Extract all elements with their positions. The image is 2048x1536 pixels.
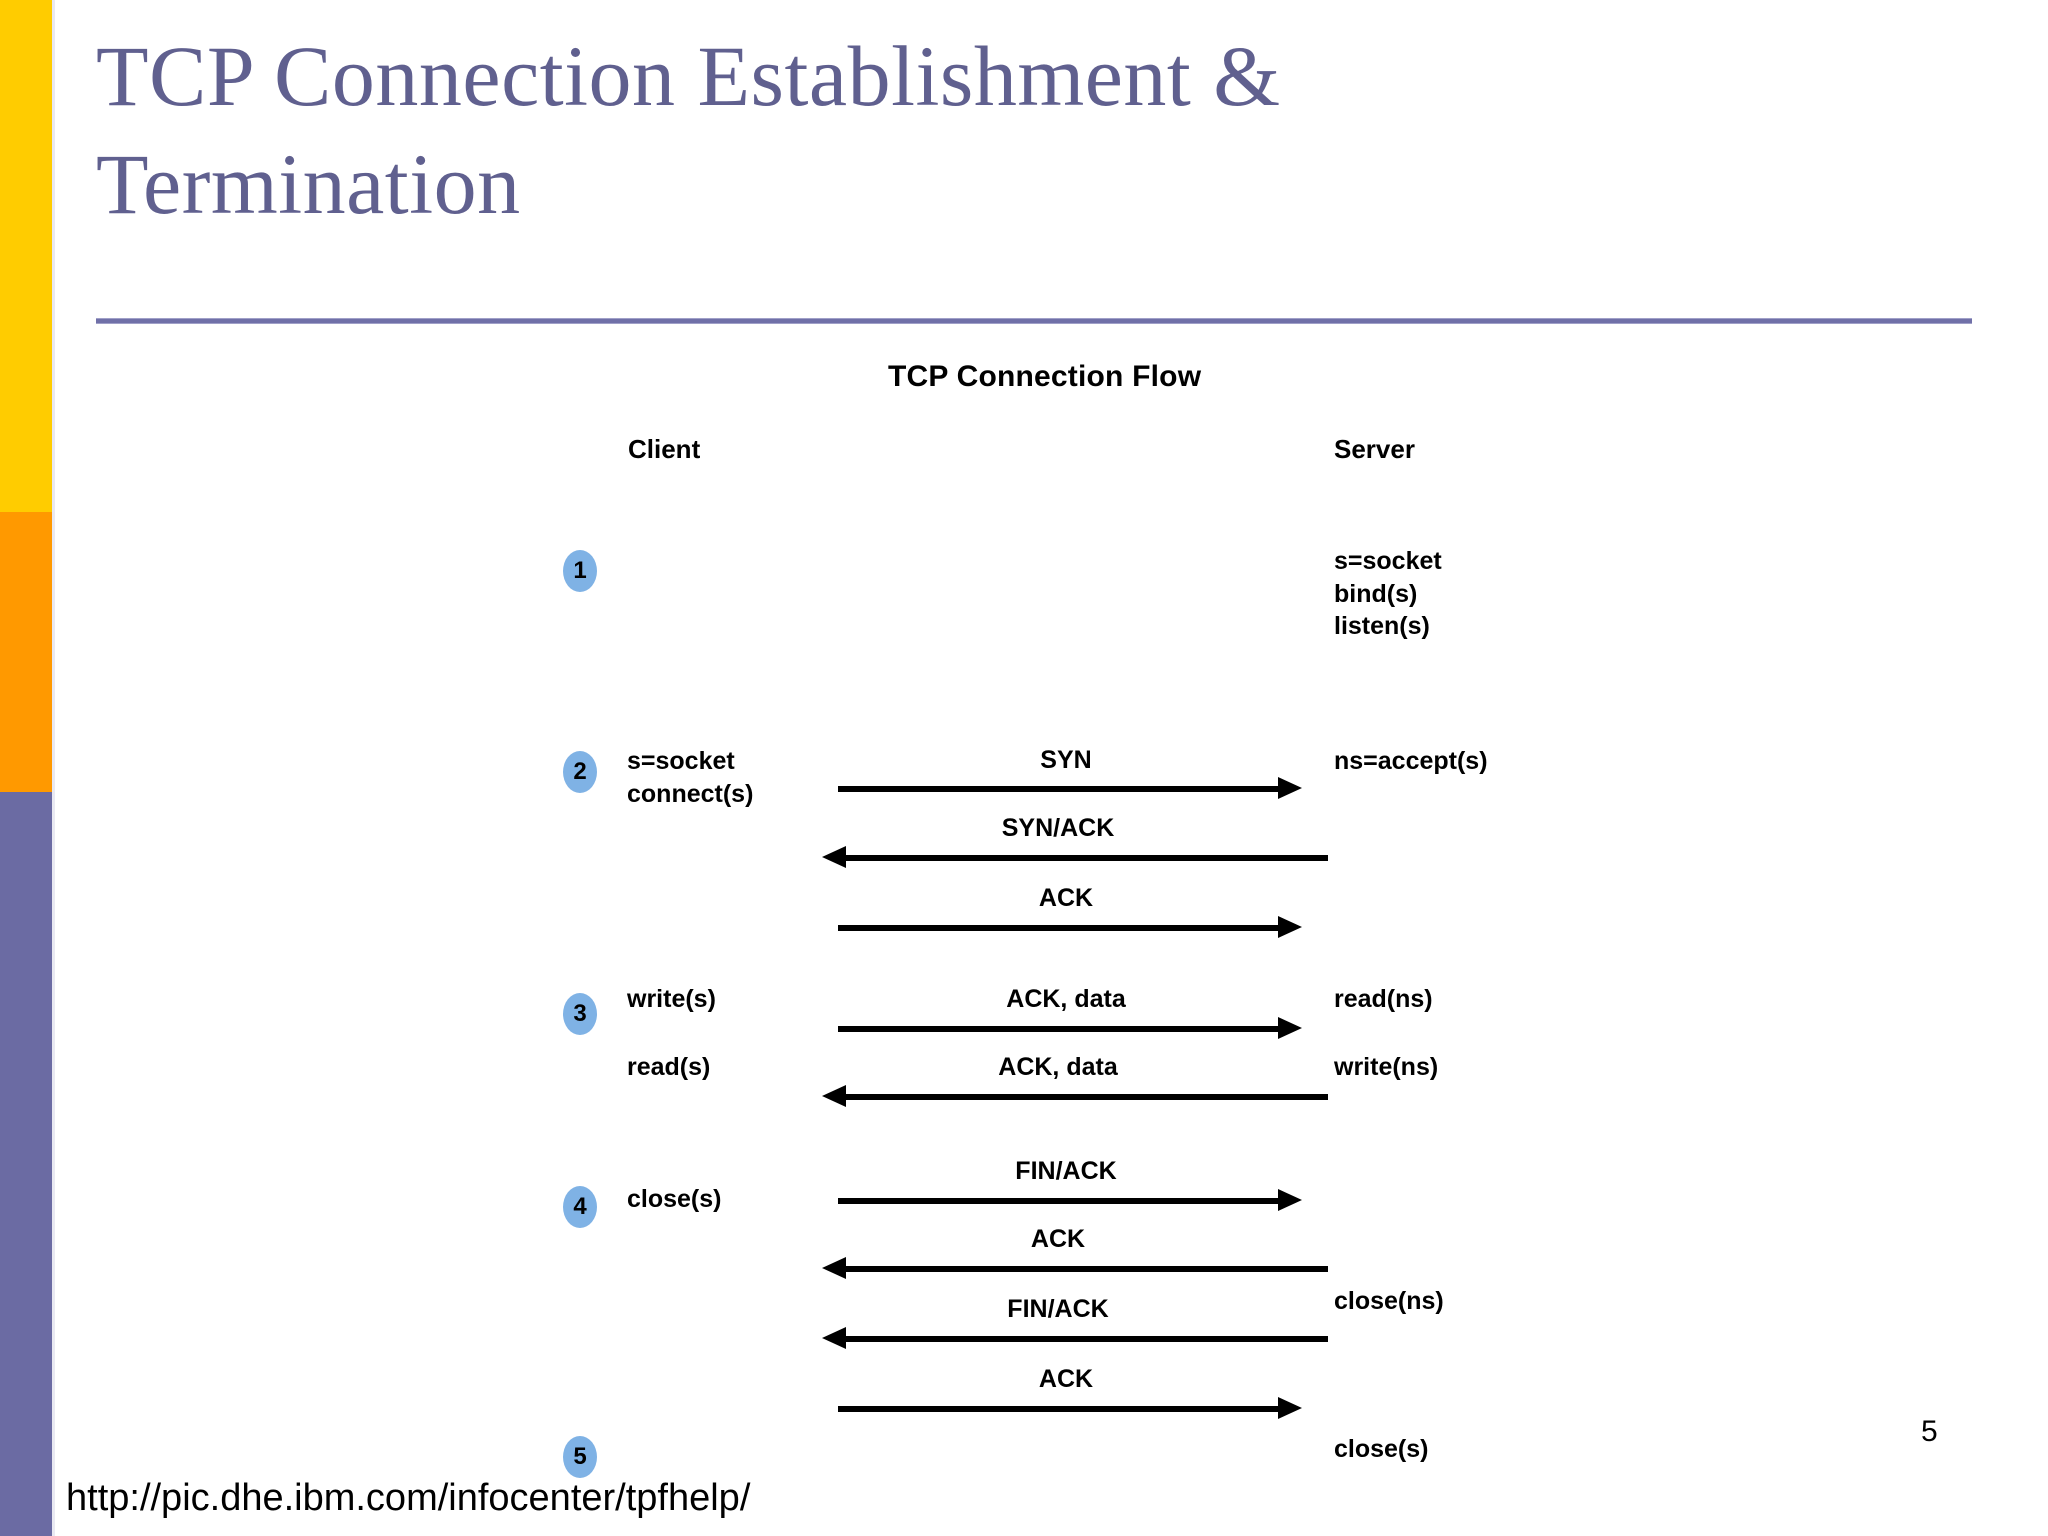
client-action-step-2: s=socket connect(s) — [627, 747, 754, 808]
client-action-step-4: close(s) — [627, 1185, 722, 1213]
slide-title: TCP Connection Establishment & Terminati… — [96, 28, 1281, 233]
server-action-step-3-write: write(ns) — [1334, 1053, 1439, 1081]
figure-title: TCP Connection Flow — [888, 360, 1202, 393]
message-arrow-fin-ack-in — [822, 1327, 1328, 1349]
client-action-step-3-read: read(s) — [627, 1053, 711, 1081]
step-badge-1: 1 — [563, 550, 597, 592]
message-arrow-ack-data-out — [838, 1017, 1302, 1039]
server-action-step-1: s=socket bind(s) listen(s) — [1334, 547, 1442, 640]
sidebar-edge — [52, 0, 55, 1536]
sidebar-band-yellow — [0, 0, 52, 512]
message-arrow-syn-ack — [822, 846, 1328, 868]
message-label-fin-ack-in: FIN/ACK — [1007, 1295, 1109, 1323]
server-action-step-4: close(ns) — [1334, 1287, 1444, 1315]
title-divider — [96, 318, 1972, 324]
message-arrow-syn — [838, 777, 1302, 799]
column-header-client: Client — [628, 434, 701, 464]
message-label-syn: SYN — [1040, 746, 1092, 774]
page-number: 5 — [1921, 1415, 1938, 1448]
step-badge-2: 2 — [563, 751, 597, 793]
sidebar-band-orange — [0, 512, 52, 792]
message-label-fin-ack-out: FIN/ACK — [1015, 1157, 1117, 1185]
server-action-step-2: ns=accept(s) — [1334, 747, 1488, 775]
source-url-text: http://pic.dhe.ibm.com/infocenter/tpfhel… — [66, 1477, 751, 1519]
message-arrow-ack-handshake — [838, 916, 1302, 938]
message-label-ack-close-2: ACK — [1038, 1365, 1094, 1393]
step-badge-3: 3 — [563, 993, 597, 1035]
message-label-syn-ack: SYN/ACK — [1001, 814, 1115, 842]
server-action-step-5: close(s) — [1334, 1435, 1429, 1463]
step-badge-4: 4 — [563, 1186, 597, 1228]
message-arrow-ack-close-2 — [838, 1397, 1302, 1419]
message-label-ack-close-1: ACK — [1030, 1225, 1086, 1253]
column-header-server: Server — [1334, 434, 1415, 464]
server-action-step-3-read: read(ns) — [1334, 985, 1433, 1013]
client-action-step-3-write: write(s) — [627, 985, 716, 1013]
message-label-ack-data-in: ACK, data — [998, 1053, 1118, 1081]
message-arrow-ack-data-in — [822, 1085, 1328, 1107]
message-arrow-fin-ack-out — [838, 1189, 1302, 1211]
sidebar-band-purple — [0, 792, 52, 1536]
step-badge-5: 5 — [563, 1436, 597, 1478]
message-arrow-ack-close-1 — [822, 1257, 1328, 1279]
message-label-ack-handshake: ACK — [1038, 884, 1094, 912]
message-label-ack-data-out: ACK, data — [1006, 985, 1126, 1013]
